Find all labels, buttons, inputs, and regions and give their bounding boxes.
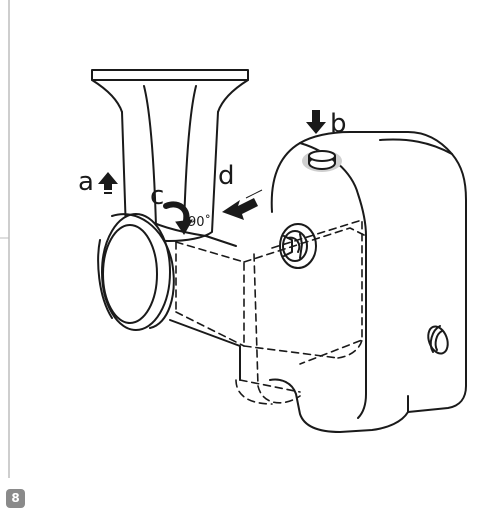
arrow-a-up bbox=[98, 172, 118, 194]
label-c: c bbox=[150, 181, 164, 211]
drum-ring bbox=[97, 213, 175, 331]
angle-label: 90˚ bbox=[188, 214, 211, 230]
label-b: b bbox=[330, 109, 347, 139]
feed-tube bbox=[91, 69, 249, 242]
page-number-badge: 8 bbox=[6, 489, 25, 508]
label-a: a bbox=[78, 167, 94, 197]
motor-housing bbox=[269, 131, 467, 433]
arrow-b-down bbox=[306, 110, 326, 134]
hidden-body-outline bbox=[175, 219, 367, 405]
arrow-d-push bbox=[222, 189, 263, 220]
drive-socket bbox=[279, 223, 317, 269]
arrow-c-rotate bbox=[163, 201, 193, 235]
label-d: d bbox=[218, 161, 235, 191]
release-button bbox=[302, 150, 342, 172]
side-switch bbox=[427, 325, 449, 355]
